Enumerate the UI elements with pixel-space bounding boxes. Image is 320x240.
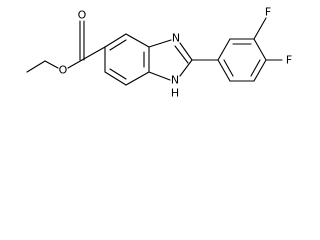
bond-imid-c2-namine: [179, 59, 193, 77]
bond-ring-inner-1: [109, 39, 127, 51]
bond-ph-inner-2: [250, 59, 261, 77]
atom-label-f-meta: F: [265, 6, 271, 19]
bond-imid-namine-c: [148, 71, 171, 81]
bond-ring-inner-3: [109, 68, 127, 80]
bond-ph-6: [217, 59, 231, 82]
atom-label-o-ester: O: [59, 64, 68, 77]
bond-imid-nimine-c2-a: [179, 42, 193, 61]
atom-label-f-para: F: [286, 54, 292, 67]
bond-c-f-meta: [253, 17, 267, 40]
structure-diagram: O O N N H F F: [26, 6, 292, 100]
bond-ring-4: [125, 71, 150, 86]
bond-ch2-oester: [44, 60, 59, 69]
atom-label-o-carbonyl: O: [78, 9, 87, 22]
bond-oester-ccarbonyl: [67, 59, 83, 69]
bond-ph-1: [217, 38, 231, 61]
bond-ring-1: [104, 33, 127, 48]
bond-ph-3: [253, 38, 267, 61]
bond-ph-4: [253, 59, 267, 82]
bond-ccarbonyl-ring: [81, 46, 106, 61]
bond-imid-nimine-c2-b: [174, 45, 189, 64]
bond-ring-5: [104, 71, 127, 86]
bond-imid-c-nimine: [148, 39, 172, 48]
bond-ch3-ch2: [26, 60, 46, 73]
bond-ph-inner-3: [223, 59, 234, 77]
atom-label-h-amine: H: [171, 87, 179, 100]
atom-label-n-amine: N: [171, 74, 179, 87]
bond-ring-2: [125, 33, 150, 48]
atom-label-n-imine: N: [172, 32, 180, 45]
